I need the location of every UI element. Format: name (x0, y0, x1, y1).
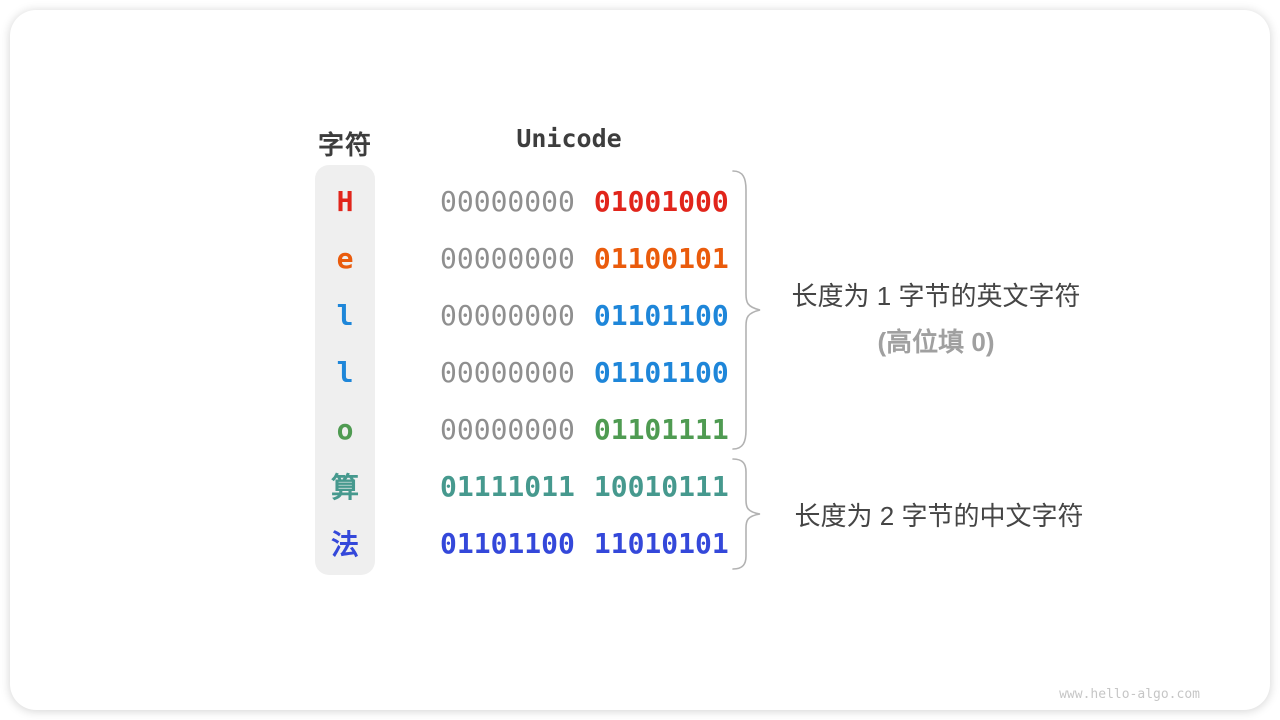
unicode-low-byte: 01101100 (593, 298, 729, 332)
unicode-high-byte: 00000000 (440, 412, 575, 446)
unicode-binary: 01111011 10010111 (440, 458, 729, 514)
unicode-low-byte: 10010111 (593, 469, 729, 503)
unicode-high-byte: 00000000 (440, 184, 575, 218)
table-row: l 00000000 01101100 (10, 287, 770, 343)
unicode-high-byte: 00000000 (440, 241, 575, 275)
character-cell: l (336, 298, 354, 332)
unicode-high-byte: 01101100 (440, 526, 575, 560)
unicode-high-byte: 00000000 (440, 298, 575, 332)
table-row: e 00000000 01100101 (10, 230, 770, 286)
unicode-binary: 00000000 01101100 (440, 344, 729, 400)
table-row: 算 01111011 10010111 (10, 458, 770, 514)
character-cell: H (336, 184, 354, 218)
annotation-english-line1: 长度为 1 字节的英文字符 (791, 281, 1081, 311)
character-cell: o (336, 412, 354, 446)
character-cell: 算 (330, 471, 359, 504)
table-row: H 00000000 01001000 (10, 173, 770, 229)
character-cell: l (336, 355, 354, 389)
unicode-low-byte: 11010101 (593, 526, 729, 560)
brace-english-group (732, 170, 761, 450)
unicode-binary: 00000000 01100101 (440, 230, 729, 286)
annotation-chinese-chars: 长度为 2 字节的中文字符 (765, 496, 1113, 533)
character-cell: 法 (330, 528, 359, 561)
table-row: 法 01101100 11010101 (10, 515, 770, 571)
brace-chinese-group (732, 458, 761, 570)
unicode-low-byte: 01001000 (593, 184, 729, 218)
unicode-high-byte: 01111011 (440, 469, 575, 503)
unicode-low-byte: 01100101 (593, 241, 729, 275)
unicode-binary: 01101100 11010101 (440, 515, 729, 571)
annotation-english-chars: 长度为 1 字节的英文字符 (高位填 0) (762, 276, 1110, 359)
character-column-background (315, 165, 375, 575)
unicode-low-byte: 01101111 (593, 412, 729, 446)
annotation-english-line2: (高位填 0) (877, 327, 995, 357)
unicode-binary: 00000000 01101100 (440, 287, 729, 343)
table-row: l 00000000 01101100 (10, 344, 770, 400)
unicode-binary: 00000000 01101111 (440, 401, 729, 457)
figure-card: 字符 Unicode H 00000000 01001000 e 0000000… (10, 10, 1270, 710)
unicode-high-byte: 00000000 (440, 355, 575, 389)
column-header-unicode: Unicode (516, 124, 622, 153)
character-cell: e (336, 241, 354, 275)
watermark-url: www.hello-algo.com (1059, 687, 1200, 702)
table-row: o 00000000 01101111 (10, 401, 770, 457)
unicode-binary: 00000000 01001000 (440, 173, 729, 229)
unicode-low-byte: 01101100 (593, 355, 729, 389)
column-header-character: 字符 (317, 130, 372, 160)
annotation-chinese-line1: 长度为 2 字节的中文字符 (794, 501, 1084, 531)
